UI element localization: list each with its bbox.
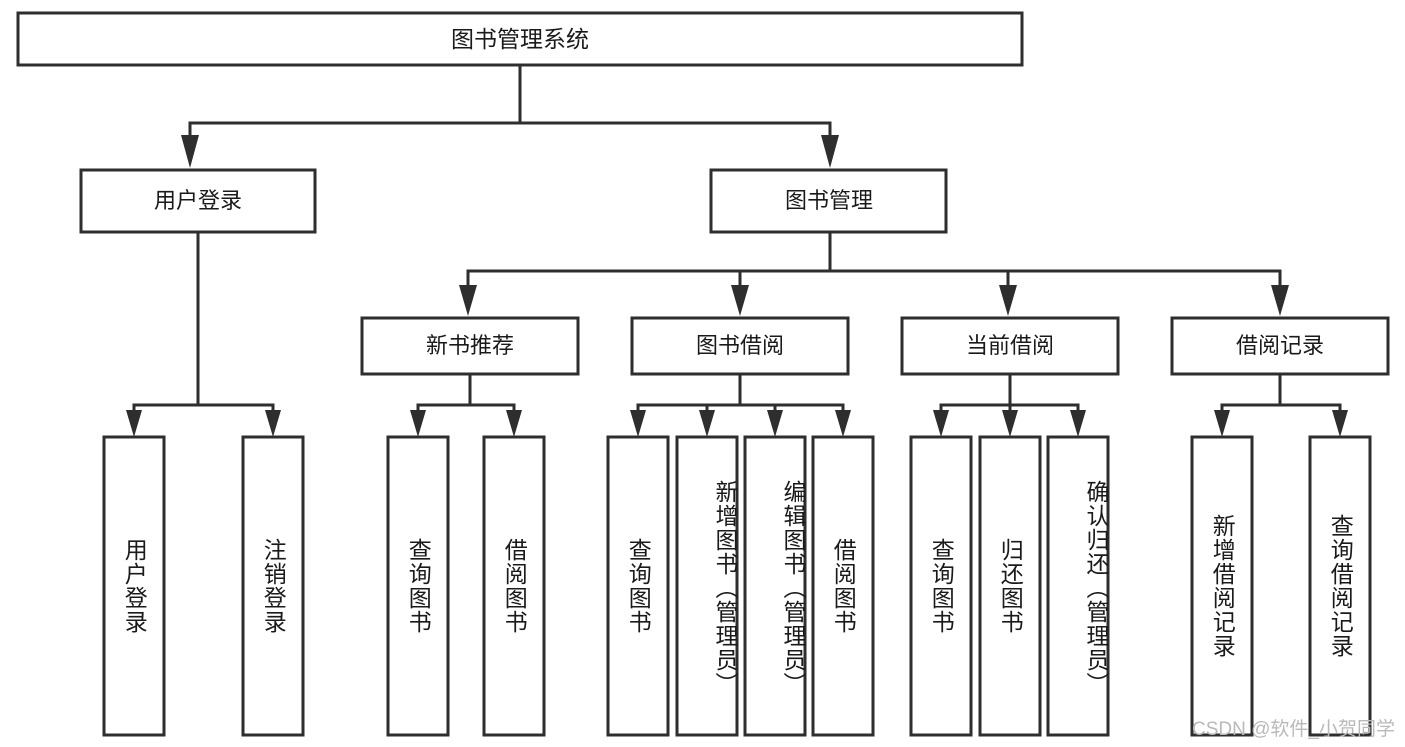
node-leaf-borrow-book-1-box[interactable] xyxy=(482,435,546,737)
node-borrow-record-box[interactable] xyxy=(1170,316,1390,376)
node-current-borrow-label: 当前借阅 xyxy=(966,333,1054,358)
node-root[interactable]: 图书管理系统 xyxy=(16,11,1024,67)
node-book-borrow-box[interactable] xyxy=(630,316,850,376)
node-new-book-recommend[interactable]: 新书推荐 xyxy=(360,316,580,376)
node-leaf-query-book-1-box[interactable] xyxy=(386,435,450,737)
connector-group-book-borrow-leaves xyxy=(630,372,851,437)
arrowhead-leaf-borrow-book-2 xyxy=(835,410,851,437)
node-leaf-query-book-2-box[interactable] xyxy=(606,435,670,737)
node-new-book-recommend-label: 新书推荐 xyxy=(426,333,514,358)
arrowhead-user-login xyxy=(181,135,199,168)
arrowhead-leaf-query-book-3 xyxy=(933,410,949,437)
node-leaf-confirm-return-box[interactable] xyxy=(1046,435,1110,737)
node-leaf-borrow-book-2-box[interactable] xyxy=(811,435,875,737)
connector-group-root-to-level2 xyxy=(181,63,839,168)
node-current-borrow[interactable]: 当前借阅 xyxy=(900,316,1120,376)
arrowhead-leaf-return-book xyxy=(1002,410,1018,437)
arrowhead-leaf-query-book-2 xyxy=(630,410,646,437)
node-leaf-edit-book-box[interactable] xyxy=(743,435,807,737)
node-leaf-add-record-box[interactable] xyxy=(1190,435,1254,737)
arrowhead-leaf-add-book xyxy=(699,410,715,437)
connector-group-borrow-record-leaves xyxy=(1214,372,1348,437)
arrowhead-leaf-query-book-1 xyxy=(410,410,426,437)
connector-group-current-borrow-leaves xyxy=(933,372,1086,437)
arrowhead-borrow-record xyxy=(1271,285,1289,316)
node-leaf-query-record-box[interactable] xyxy=(1308,435,1372,737)
connector-group-new-book-leaves xyxy=(410,372,522,437)
node-user-login[interactable]: 用户登录 xyxy=(79,168,317,234)
node-book-borrow-label: 图书借阅 xyxy=(696,333,784,358)
node-root-label: 图书管理系统 xyxy=(451,26,589,52)
arrowhead-current-borrow xyxy=(999,285,1017,316)
node-borrow-record[interactable]: 借阅记录 xyxy=(1170,316,1390,376)
arrowhead-leaf-query-record xyxy=(1332,410,1348,437)
connector-group-book-manage-to-level3 xyxy=(459,230,1289,316)
node-book-manage[interactable]: 图书管理 xyxy=(709,168,948,234)
arrowhead-leaf-confirm-return xyxy=(1070,410,1086,437)
node-leaf-logout-login-box[interactable] xyxy=(241,435,305,737)
arrowhead-leaf-borrow-book-1 xyxy=(506,410,522,437)
arrowhead-leaf-add-record xyxy=(1214,410,1230,437)
arrowhead-leaf-logout xyxy=(265,410,281,437)
node-borrow-record-label: 借阅记录 xyxy=(1236,333,1324,358)
node-user-login-box[interactable] xyxy=(79,168,317,234)
node-new-book-recommend-box[interactable] xyxy=(360,316,580,376)
node-book-manage-label: 图书管理 xyxy=(785,188,873,213)
node-user-login-label: 用户登录 xyxy=(154,188,242,213)
arrowhead-leaf-edit-book xyxy=(767,410,783,437)
node-leaf-return-book-box[interactable] xyxy=(978,435,1042,737)
arrowhead-book-borrow xyxy=(731,285,749,316)
node-leaf-add-book-box[interactable] xyxy=(675,435,739,737)
node-book-borrow[interactable]: 图书借阅 xyxy=(630,316,850,376)
arrowhead-book-manage xyxy=(821,135,839,168)
node-current-borrow-box[interactable] xyxy=(900,316,1120,376)
arrowhead-leaf-user-login xyxy=(126,410,142,437)
node-leaf-query-book-3-box[interactable] xyxy=(909,435,973,737)
node-book-manage-box[interactable] xyxy=(709,168,948,234)
leaf-boxes xyxy=(102,435,1372,737)
node-leaf-user-login-box[interactable] xyxy=(102,435,166,737)
arrowhead-new-book xyxy=(459,285,477,316)
node-root-box[interactable] xyxy=(16,11,1024,67)
connector-group-user-login-leaves xyxy=(126,230,281,437)
